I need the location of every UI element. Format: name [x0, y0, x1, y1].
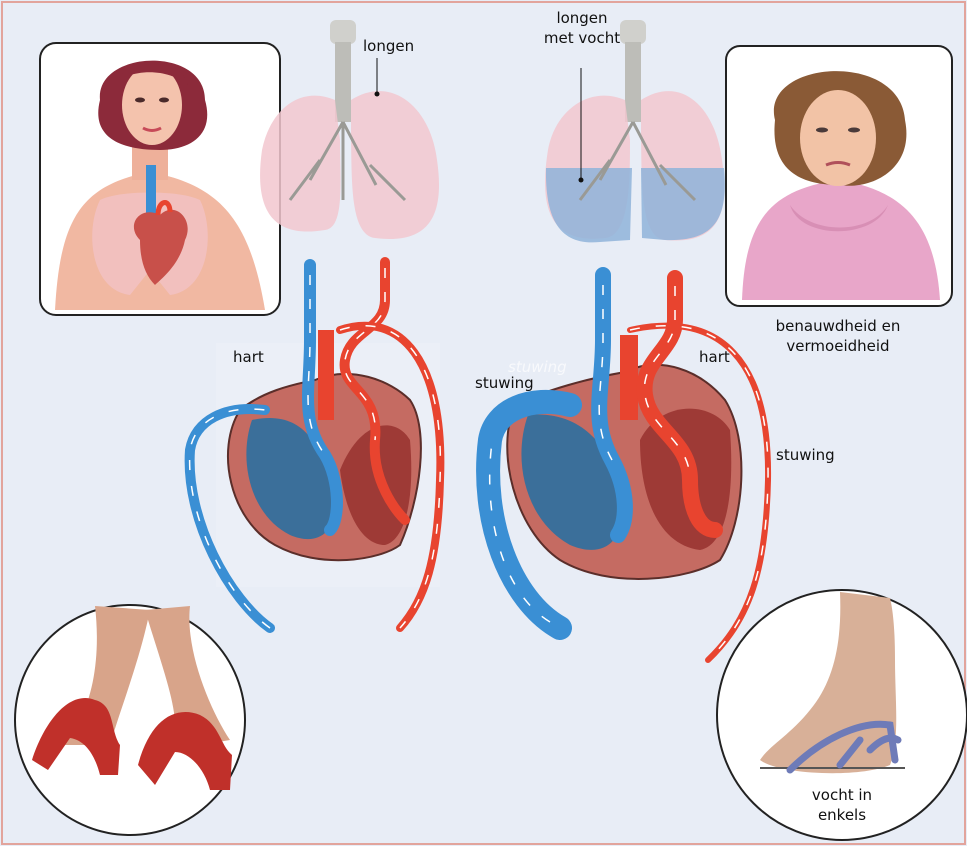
label-ankles-line2: enkels — [802, 805, 882, 825]
failing-heart — [488, 275, 768, 660]
tired-woman-portrait — [726, 46, 952, 306]
label-symptoms-line2: vermoeidheid — [768, 336, 908, 356]
fluid-lungs — [545, 20, 725, 242]
label-lungs-fluid-line2: met vocht — [540, 28, 624, 48]
label-heart-left: hart — [233, 347, 264, 367]
label-lungs-healthy: longen — [363, 36, 414, 56]
label-congestion-right: stuwing — [776, 445, 835, 465]
healthy-heart — [190, 262, 441, 628]
label-ankles-line1: vocht in — [802, 785, 882, 805]
label-symptoms-line1: benauwdheid en — [768, 316, 908, 336]
healthy-woman-portrait — [40, 43, 280, 315]
label-heart-right: hart — [699, 347, 730, 367]
label-lungs-fluid-line1: longen — [547, 8, 617, 28]
healthy-feet-circle — [15, 605, 245, 835]
label-congestion-faint: stuwing — [508, 357, 567, 377]
